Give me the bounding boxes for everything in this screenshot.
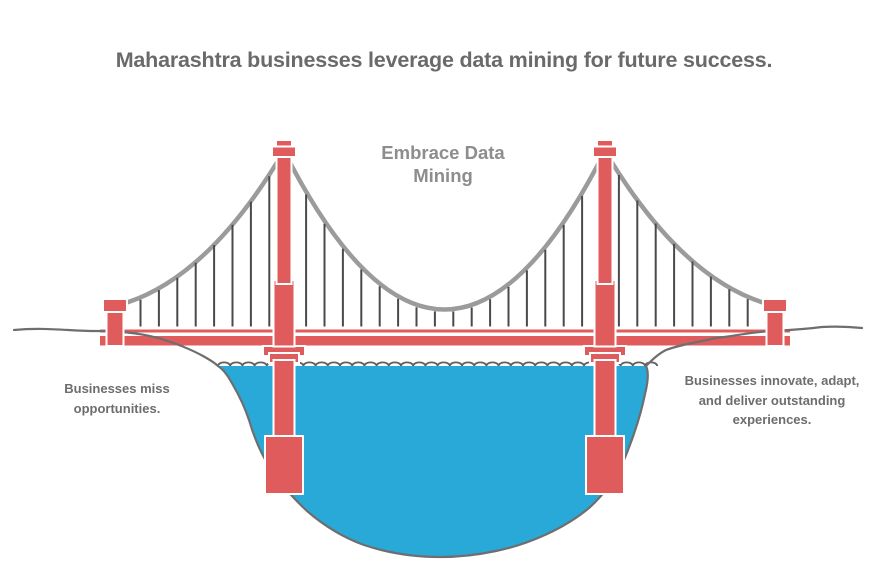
right-pier-shaft — [593, 359, 617, 441]
right-tower-cap — [592, 145, 618, 158]
left-anchorage-cap — [102, 298, 128, 313]
right-anchorage-cap — [762, 298, 788, 313]
page-title: Maharashtra businesses leverage data min… — [115, 48, 773, 72]
right-caption: Businesses innovate, adapt, and deliver … — [684, 373, 860, 427]
right-tower-lower-shaft — [593, 279, 617, 348]
left-pier-foundation — [264, 435, 304, 495]
left-caption: Businesses miss opportunities. — [64, 381, 170, 416]
water — [218, 366, 648, 557]
main-cable-line — [112, 146, 778, 312]
left-pier — [262, 345, 306, 495]
ground-line — [12, 325, 864, 559]
right-tower-upper-shaft — [596, 152, 614, 285]
right-anchorage — [762, 298, 788, 347]
right-tower — [592, 139, 618, 348]
left-pier-shaft — [272, 359, 296, 441]
left-tower-lower-shaft — [272, 279, 296, 348]
left-anchorage — [102, 298, 128, 347]
left-anchorage-shaft — [105, 308, 125, 347]
main-cable — [110, 141, 780, 314]
left-tower — [271, 139, 297, 348]
bridge-deck — [97, 326, 793, 349]
left-tower-cap — [271, 145, 297, 158]
right-anchorage-shaft — [765, 308, 785, 347]
deck-band — [100, 336, 790, 346]
suspender-cables — [139, 175, 749, 330]
bridge-label: Embrace Data Mining — [381, 142, 505, 186]
right-pier-foundation — [585, 435, 625, 495]
left-tower-upper-shaft — [275, 152, 293, 285]
deck-top-stripe — [100, 329, 790, 333]
right-pier — [583, 345, 627, 495]
